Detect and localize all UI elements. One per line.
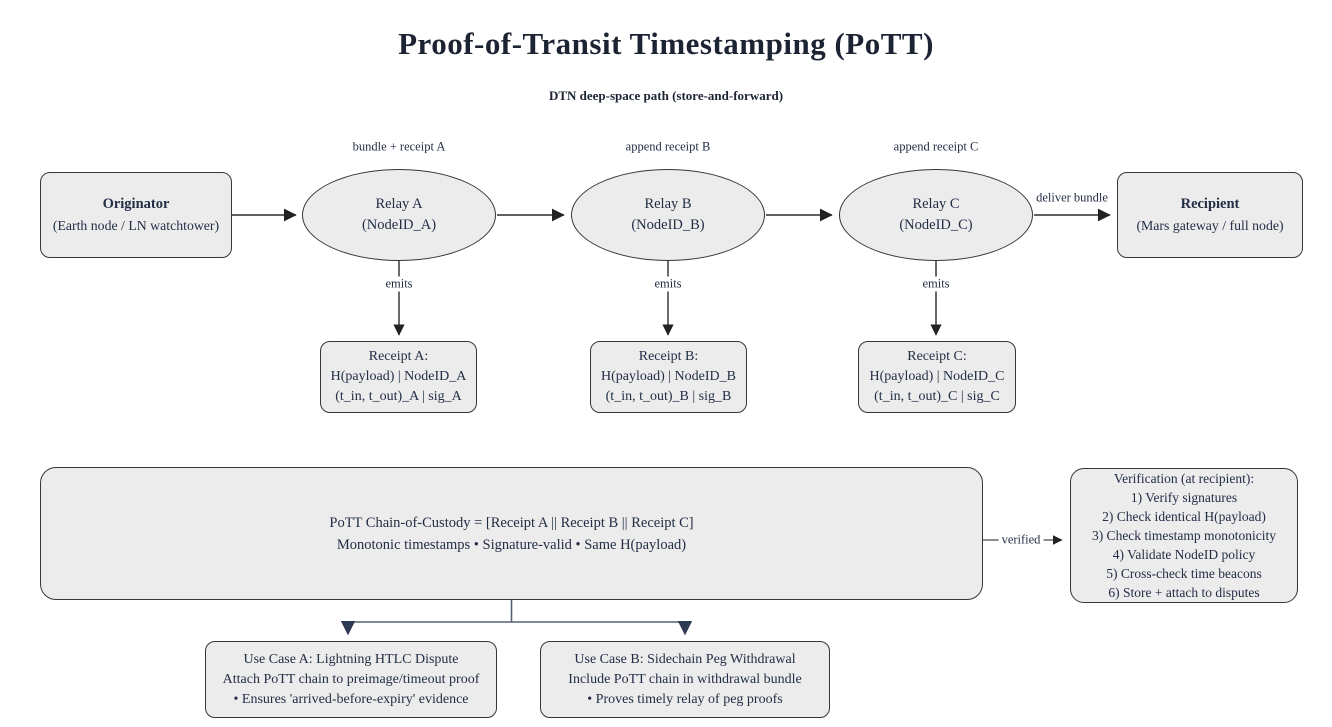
diagram-title: Proof-of-Transit Timestamping (PoTT) [398,26,934,61]
edge-label-verified: verified [998,532,1044,548]
relay-a-name: Relay A [375,196,423,212]
node-usecase-a: Use Case A: Lightning HTLC Dispute Attac… [205,641,497,718]
usecase-b-line: • Proves timely relay of peg proofs [587,691,783,707]
originator-subtitle: (Earth node / LN watchtower) [52,218,220,233]
branch-to-usecase-a [340,621,512,636]
verification-line: 3) Check timestamp monotonicity [1091,528,1277,543]
verification-line: Verification (at recipient): [1113,471,1255,486]
branch-to-usecase-b [511,621,693,636]
edge-label-emits-a: emits [382,276,416,292]
verification-line: 1) Verify signatures [1130,490,1238,505]
receipt-a-line: H(payload) | NodeID_A [330,369,467,384]
edge-label-deliver-bundle: deliver bundle [1033,190,1111,206]
verification-line: 2) Check identical H(payload) [1102,509,1266,524]
recipient-subtitle: (Mars gateway / full node) [1136,218,1284,233]
usecase-b-line: Include PoTT chain in withdrawal bundle [568,671,802,687]
node-originator: Originator (Earth node / LN watchtower) [40,172,232,258]
receipt-b-line: H(payload) | NodeID_B [601,369,736,384]
node-recipient: Recipient (Mars gateway / full node) [1117,172,1303,258]
receipt-c-line: (t_in, t_out)_C | sig_C [874,389,1000,404]
receipt-b-line: (t_in, t_out)_B | sig_B [605,389,732,404]
relay-c-nodeid: (NodeID_C) [899,217,973,233]
relay-a-nodeid: (NodeID_A) [361,217,437,233]
usecase-a-line: • Ensures 'arrived-before-expiry' eviden… [233,691,469,707]
node-relay-c: Relay C (NodeID_C) [839,169,1033,261]
custody-line: Monotonic timestamps • Signature-valid •… [336,536,687,553]
node-receipt-c: Receipt C: H(payload) | NodeID_C (t_in, … [858,341,1016,413]
recipient-title: Recipient [1180,196,1240,212]
receipt-a-line: Receipt A: [368,349,429,364]
receipt-b-line: Receipt B: [638,349,699,364]
node-receipt-a: Receipt A: H(payload) | NodeID_A (t_in, … [320,341,477,413]
receipt-c-line: H(payload) | NodeID_C [869,369,1005,384]
originator-title: Originator [102,196,170,212]
custody-line: PoTT Chain-of-Custody = [Receipt A || Re… [329,514,694,531]
node-relay-b: Relay B (NodeID_B) [571,169,765,261]
node-relay-a: Relay A (NodeID_A) [302,169,496,261]
usecase-a-line: Use Case A: Lightning HTLC Dispute [243,651,459,667]
node-chain-of-custody: PoTT Chain-of-Custody = [Receipt A || Re… [40,467,983,600]
relay-b-nodeid: (NodeID_B) [631,217,705,233]
node-receipt-b: Receipt B: H(payload) | NodeID_B (t_in, … [590,341,747,413]
receipt-c-line: Receipt C: [907,349,967,364]
usecase-a-line: Attach PoTT chain to preimage/timeout pr… [222,671,480,687]
node-verification: Verification (at recipient): 1) Verify s… [1070,468,1298,603]
relay-c-name: Relay C [912,196,960,212]
relay-b-name: Relay B [644,196,692,212]
edge-label-bundle-receipt-a: bundle + receipt A [349,139,449,155]
usecase-b-line: Use Case B: Sidechain Peg Withdrawal [574,651,796,667]
diagram-subtitle: DTN deep-space path (store-and-forward) [548,88,784,103]
edge-label-append-receipt-c: append receipt C [890,139,982,155]
node-usecase-b: Use Case B: Sidechain Peg Withdrawal Inc… [540,641,830,718]
edge-label-append-receipt-b: append receipt B [622,139,714,155]
verification-line: 4) Validate NodeID policy [1112,547,1256,562]
verification-line: 6) Store + attach to disputes [1108,585,1260,600]
edge-label-emits-c: emits [919,276,953,292]
receipt-a-line: (t_in, t_out)_A | sig_A [335,389,462,404]
edge-label-emits-b: emits [651,276,685,292]
verification-line: 5) Cross-check time beacons [1106,566,1262,581]
